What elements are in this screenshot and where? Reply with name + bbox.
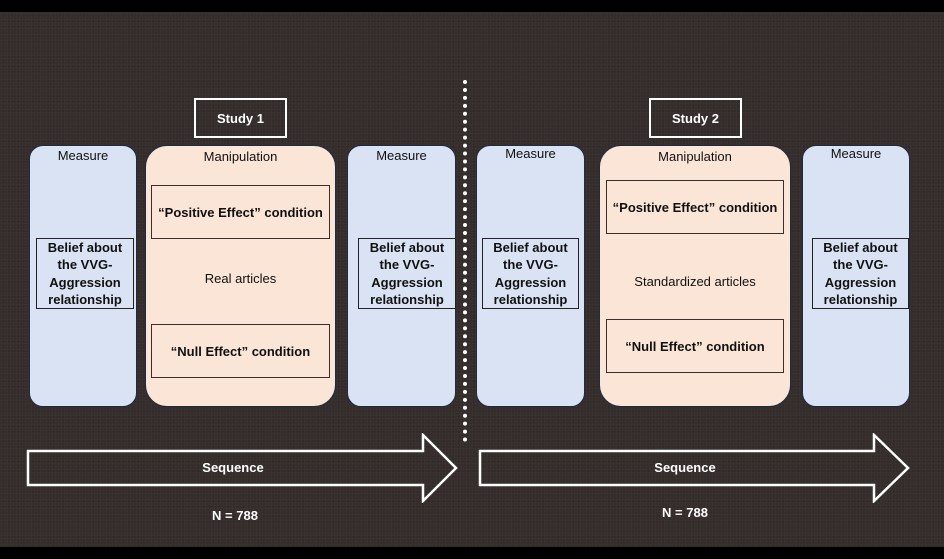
belief-line: relationship (493, 292, 568, 307)
study-1-manipulation-panel: Manipulation (145, 145, 336, 407)
belief-line: relationship (823, 292, 898, 307)
belief-line: Aggression (824, 274, 897, 290)
belief-line: the VVG- (833, 257, 888, 272)
belief-line: Aggression (494, 274, 567, 290)
study-1-articles-label: Real articles (204, 271, 277, 286)
belief-line: Aggression (49, 274, 121, 290)
belief-line: Belief about (369, 239, 445, 255)
panel-title: Measure (830, 146, 882, 161)
study-2-pre-belief-box: Belief about the VVG- Aggression relatio… (482, 238, 579, 309)
belief-line: the VVG- (379, 257, 435, 272)
study-1-sample-size: N = 788 (212, 508, 258, 523)
belief-line: the VVG- (57, 257, 113, 272)
belief-line: Belief about (493, 239, 568, 255)
study-1-null-condition: “Null Effect” condition (151, 324, 330, 378)
study-1-positive-condition: “Positive Effect” condition (151, 185, 330, 239)
study-2-post-measure-panel: Measure (802, 145, 910, 407)
study-2-manipulation-panel: Manipulation (599, 145, 791, 407)
study-2-articles-label: Standardized articles (634, 274, 756, 289)
belief-line: relationship (370, 292, 444, 307)
panel-title: Manipulation (658, 149, 732, 164)
study-1-pre-belief-box: Belief about the VVG- Aggression relatio… (36, 238, 134, 309)
study-2-label: Study 2 (649, 98, 742, 138)
study-2-sequence-arrow-icon (478, 433, 910, 503)
belief-line: Belief about (47, 239, 123, 255)
panel-title: Measure (376, 148, 427, 163)
panel-title: Manipulation (203, 149, 278, 164)
study-2-null-condition: “Null Effect” condition (606, 319, 784, 373)
belief-line: relationship (48, 292, 122, 307)
study-1-post-measure-panel: Measure (347, 145, 456, 407)
panel-title: Measure (505, 146, 556, 161)
study-2-sample-size: N = 788 (662, 505, 708, 520)
study-2-sequence-label: Sequence (654, 460, 716, 475)
study-1-sequence-label: Sequence (202, 460, 264, 475)
study-divider (463, 80, 467, 442)
study-2-post-belief-box: Belief about the VVG- Aggression relatio… (812, 238, 909, 309)
study-2-positive-condition: “Positive Effect” condition (606, 180, 784, 234)
panel-title: Measure (57, 148, 109, 163)
belief-line: Belief about (823, 239, 898, 255)
study-1-label: Study 1 (194, 98, 287, 138)
study-1-pre-measure-panel: Measure (29, 145, 137, 407)
belief-line: Aggression (371, 274, 443, 290)
study-2-pre-measure-panel: Measure (476, 145, 585, 407)
belief-line: the VVG- (503, 257, 558, 272)
study-1-post-belief-box: Belief about the VVG- Aggression relatio… (358, 238, 456, 309)
study-1-sequence-arrow-icon (26, 433, 458, 503)
